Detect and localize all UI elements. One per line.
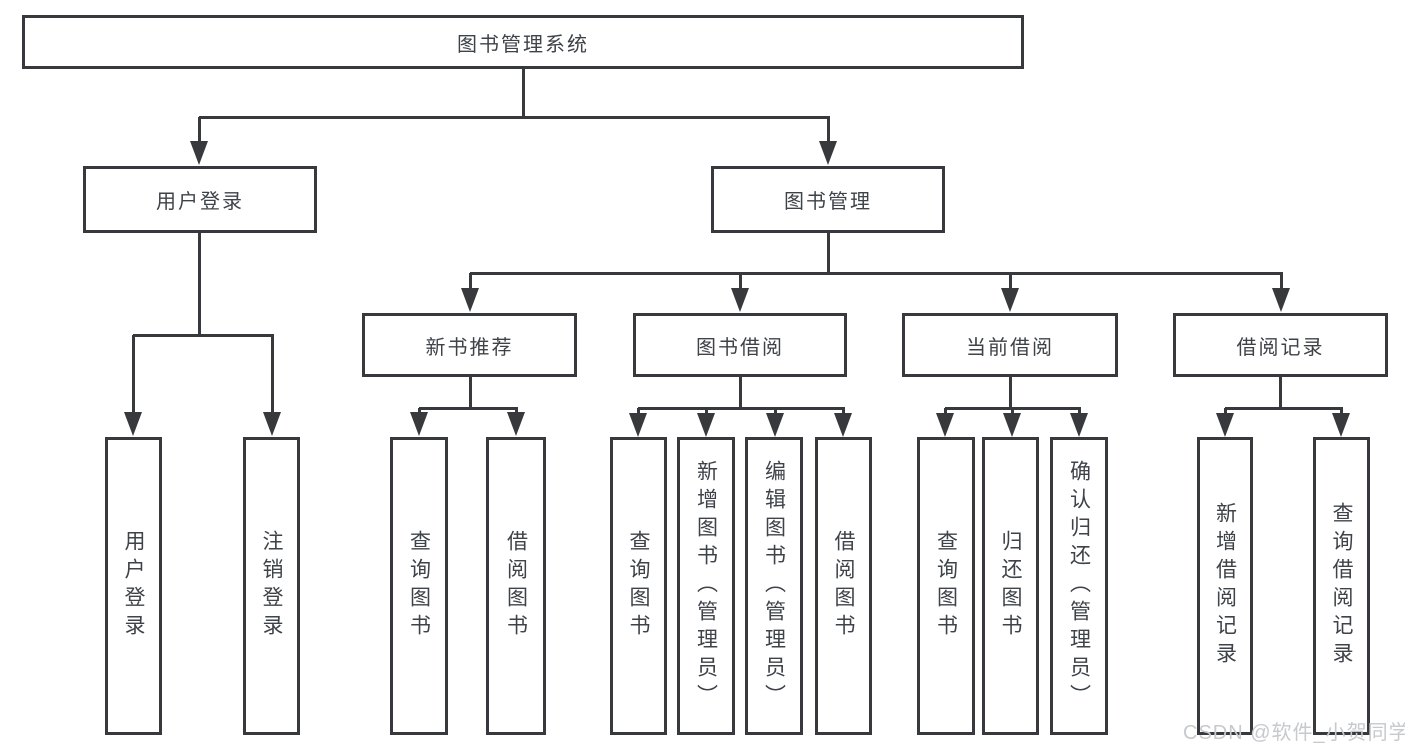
leaf-bb-edit-books: 编辑图书（管理员）	[745, 437, 803, 735]
arrowhead	[1332, 413, 1350, 437]
node-label: 注销登录	[261, 530, 282, 642]
connector-line	[470, 272, 1283, 275]
arrowhead	[936, 413, 954, 437]
node-label: 编辑图书（管理员）	[764, 460, 785, 712]
leaf-user-login: 用户登录	[105, 437, 162, 735]
node-label: 新书推荐	[426, 331, 514, 360]
node-label: 查询图书	[409, 530, 430, 642]
arrowhead	[766, 413, 784, 437]
arrowhead	[629, 413, 647, 437]
node-label: 用户登录	[156, 185, 244, 214]
node-label: 查询借阅记录	[1331, 502, 1352, 670]
leaf-br-query-record: 查询借阅记录	[1313, 437, 1370, 735]
arrowhead	[697, 413, 715, 437]
leaf-bb-add-books: 新增图书（管理员）	[677, 437, 735, 735]
connector-line	[133, 334, 274, 337]
node-label: 图书管理系统	[457, 28, 589, 57]
node-label: 借阅记录	[1237, 331, 1325, 360]
node-label: 借阅图书	[506, 530, 527, 642]
leaf-bb-borrow-books: 借阅图书	[815, 437, 872, 735]
connector-line	[522, 69, 525, 117]
node-label: 用户登录	[123, 530, 144, 642]
node-user-login: 用户登录	[83, 166, 317, 233]
node-new-book-recommend: 新书推荐	[362, 313, 577, 377]
node-label: 归还图书	[1000, 530, 1021, 642]
arrowhead	[1272, 288, 1290, 312]
leaf-logout: 注销登录	[243, 437, 300, 735]
watermark: CSDN @软件_小贺同学	[1183, 716, 1405, 745]
leaf-cb-query-books: 查询图书	[917, 437, 975, 735]
arrowhead	[124, 412, 142, 436]
node-label: 新增借阅记录	[1215, 502, 1236, 670]
arrowhead	[1070, 413, 1088, 437]
connector-line	[1225, 407, 1343, 410]
connector-line	[827, 233, 830, 273]
node-label: 查询图书	[936, 530, 957, 642]
connector-line	[198, 233, 201, 335]
connector-line	[1279, 377, 1282, 408]
connector-line	[469, 377, 472, 408]
node-label: 借阅图书	[833, 530, 854, 642]
node-label: 新增图书（管理员）	[696, 460, 717, 712]
arrow-stem	[132, 335, 135, 414]
leaf-rec-borrow-books: 借阅图书	[486, 437, 546, 735]
arrowhead	[1216, 413, 1234, 437]
leaf-cb-return-books: 归还图书	[982, 437, 1039, 735]
node-root: 图书管理系统	[22, 15, 1024, 69]
arrowhead	[731, 288, 749, 312]
node-book-management: 图书管理	[711, 166, 945, 233]
arrow-stem	[827, 117, 830, 143]
node-label: 图书借阅	[696, 331, 784, 360]
leaf-cb-confirm-return: 确认归还（管理员）	[1050, 437, 1108, 735]
connector-line	[1009, 377, 1012, 408]
leaf-bb-query-books: 查询图书	[610, 437, 667, 735]
connector-line	[638, 407, 845, 410]
connector-line	[419, 407, 518, 410]
arrowhead	[263, 412, 281, 436]
arrowhead	[461, 288, 479, 312]
node-label: 当前借阅	[966, 331, 1054, 360]
arrowhead	[410, 412, 428, 436]
arrowhead	[1003, 413, 1021, 437]
node-label: 查询图书	[628, 530, 649, 642]
node-label: 确认归还（管理员）	[1069, 460, 1090, 712]
node-current-borrowing: 当前借阅	[902, 313, 1118, 377]
leaf-br-add-record: 新增借阅记录	[1197, 437, 1253, 735]
connector-line	[199, 116, 830, 119]
arrow-stem	[271, 335, 274, 414]
node-label: 图书管理	[784, 185, 872, 214]
arrowhead	[190, 141, 208, 165]
arrowhead	[834, 413, 852, 437]
node-borrowing-records: 借阅记录	[1173, 313, 1388, 377]
arrow-stem	[198, 117, 201, 143]
arrowhead	[507, 412, 525, 436]
arrowhead	[1001, 288, 1019, 312]
node-book-borrowing: 图书借阅	[633, 313, 847, 377]
arrowhead	[819, 141, 837, 165]
leaf-rec-query-books: 查询图书	[390, 437, 448, 735]
connector-line	[739, 377, 742, 408]
